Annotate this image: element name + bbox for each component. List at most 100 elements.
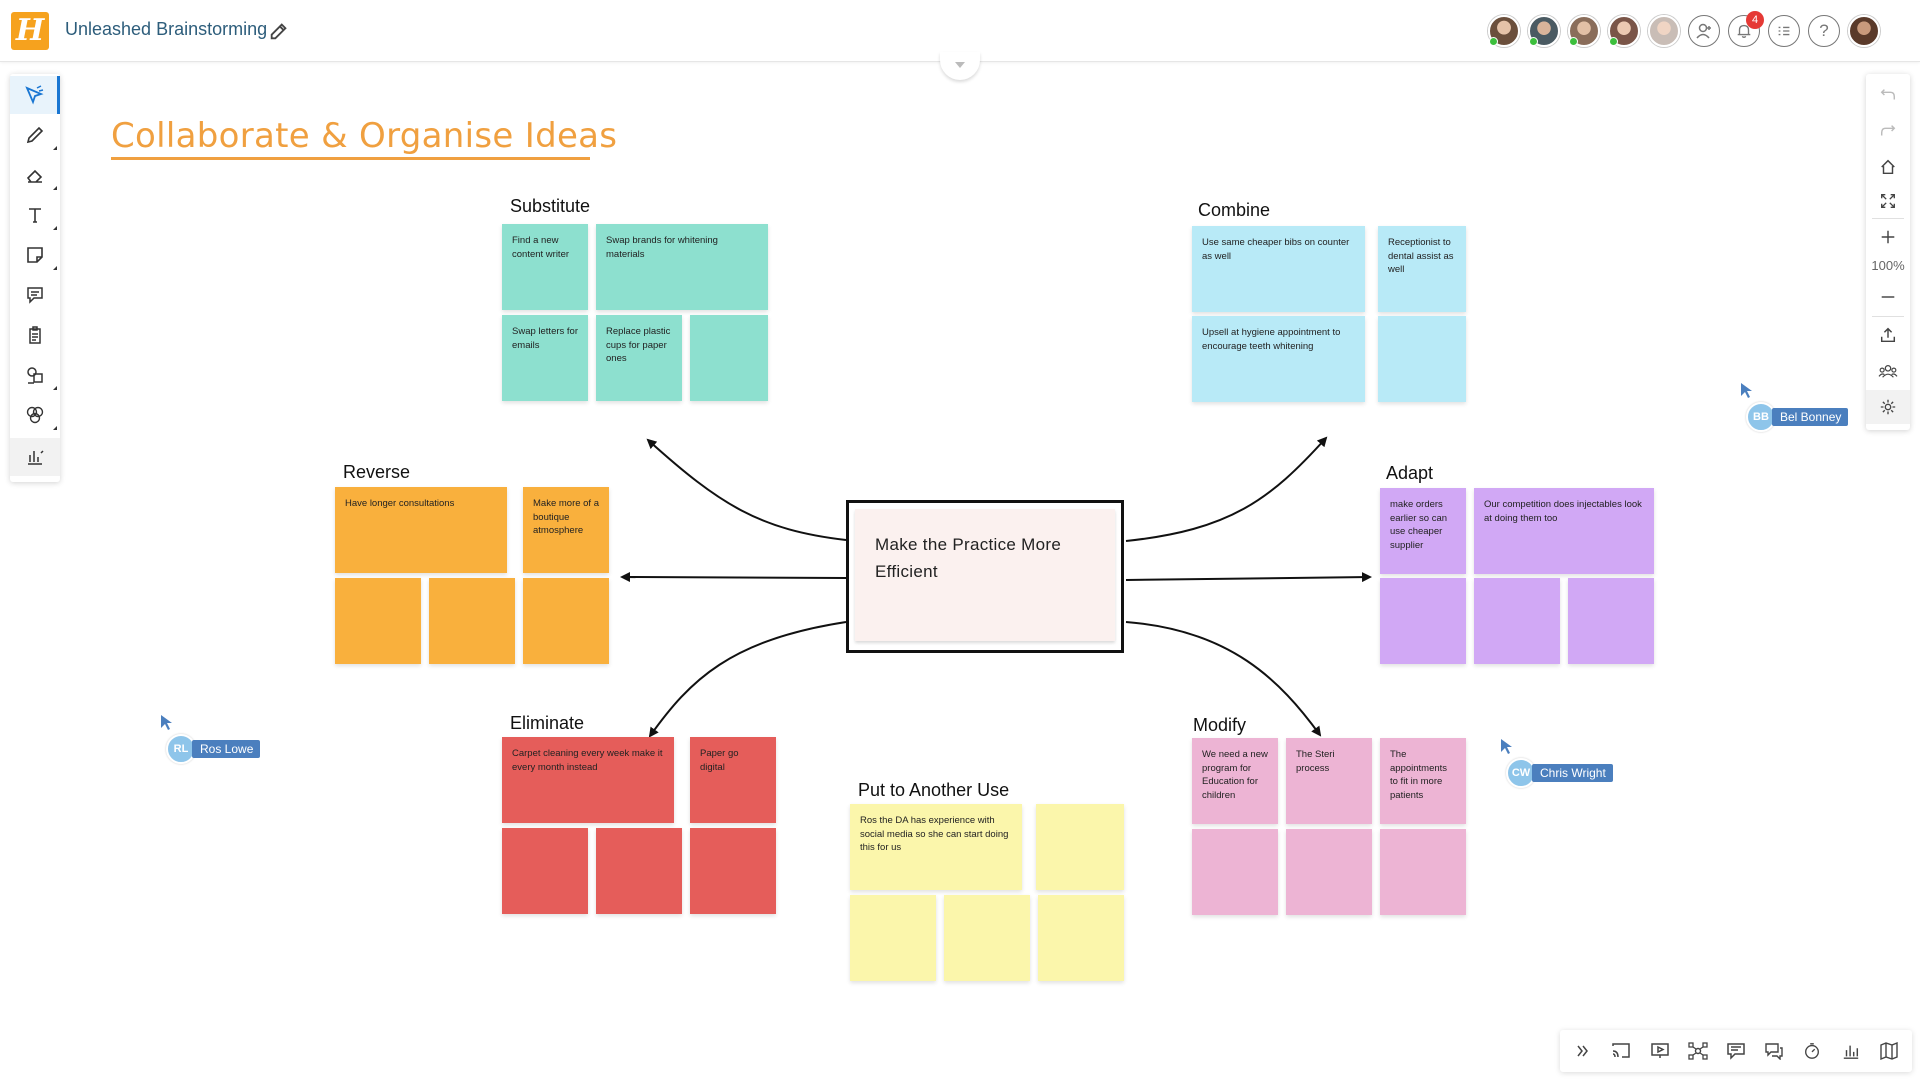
sticky-note[interactable]: Have longer consultations	[335, 487, 507, 573]
sticky-note[interactable]: Ros the DA has experience with social me…	[850, 804, 1022, 890]
expand-toolbar-button[interactable]	[1567, 1035, 1599, 1067]
sticky-note[interactable]	[1036, 804, 1124, 890]
comment-tool[interactable]	[10, 276, 60, 314]
select-arrow-icon	[24, 85, 44, 105]
settings-button[interactable]	[1866, 390, 1910, 424]
present-button[interactable]	[1644, 1035, 1676, 1067]
group-label-adapt[interactable]: Adapt	[1386, 463, 1434, 483]
group-label-eliminate[interactable]: Eliminate	[510, 713, 585, 733]
sticky-note[interactable]	[429, 578, 515, 664]
central-topic[interactable]: Make the Practice More Efficient	[846, 500, 1124, 653]
group-label-substitute[interactable]: Substitute	[510, 196, 591, 216]
home-icon	[1881, 159, 1895, 175]
export-button[interactable]	[1866, 318, 1910, 352]
sticky-note[interactable]: Carpet cleaning every week make it every…	[502, 737, 674, 823]
zoom-level: 100%	[1871, 258, 1905, 273]
sticky-note[interactable]	[944, 895, 1030, 981]
template-tool[interactable]	[10, 316, 60, 354]
sticky-note[interactable]: Make more of a boutique atmosphere	[523, 487, 609, 573]
avatar-1[interactable]	[1488, 15, 1520, 47]
sticky-note[interactable]	[523, 578, 609, 664]
sticky-note[interactable]	[1038, 895, 1124, 981]
zoom-in-button[interactable]	[1866, 220, 1910, 254]
sticky-note[interactable]	[1286, 829, 1372, 915]
sticky-note[interactable]	[1380, 578, 1466, 664]
sticky-note[interactable]	[502, 828, 588, 914]
sticky-note[interactable]	[1192, 829, 1278, 915]
add-user-icon[interactable]	[1688, 15, 1720, 47]
sticky-note[interactable]: Upsell at hygiene appointment to encoura…	[1192, 316, 1365, 402]
sticky-note[interactable]: We need a new program for Education for …	[1192, 738, 1278, 824]
sticky-note[interactable]: Find a new content writer	[502, 224, 588, 310]
text-tool[interactable]	[10, 196, 60, 234]
sticky-note[interactable]	[1378, 316, 1466, 402]
avatar-3[interactable]	[1568, 15, 1600, 47]
map-button[interactable]	[1873, 1035, 1905, 1067]
sticky-note[interactable]: Our competition does injectables look at…	[1474, 488, 1654, 574]
notification-badge: 4	[1746, 11, 1764, 29]
message-icon	[1727, 1043, 1745, 1060]
sticky-note[interactable]: Swap brands for whitening materials	[596, 224, 768, 310]
sticky-note[interactable]	[690, 315, 768, 401]
group-label-modify[interactable]: Modify	[1193, 715, 1247, 735]
sticky-note[interactable]: Paper go digital	[690, 737, 776, 823]
sticky-note[interactable]	[335, 578, 421, 664]
sticky-note[interactable]	[1380, 829, 1466, 915]
help-icon[interactable]: ?	[1808, 15, 1840, 47]
notes-panel-button[interactable]	[1720, 1035, 1752, 1067]
collaborator-cursor-bb: BB Bel Bonney	[1746, 402, 1849, 432]
sticky-note[interactable]	[1474, 578, 1560, 664]
timer-button[interactable]	[1796, 1035, 1828, 1067]
group-label-reverse[interactable]: Reverse	[343, 462, 411, 482]
sticky-note[interactable]	[850, 895, 936, 981]
sticky-note[interactable]: Receptionist to dental assist as well	[1378, 226, 1466, 312]
sticky-note[interactable]	[690, 828, 776, 914]
home-button[interactable]	[1866, 150, 1910, 184]
arrow-substitute	[646, 438, 847, 541]
undo-button[interactable]	[1866, 78, 1910, 112]
sticky-note[interactable]: The appointments to fit in more patients	[1380, 738, 1466, 824]
avatar-2[interactable]	[1528, 15, 1560, 47]
collaborator-cursor-cw: CW Chris Wright	[1506, 758, 1613, 788]
sticky-note-tool[interactable]	[10, 236, 60, 274]
stickers-tool[interactable]	[10, 396, 60, 434]
sticky-note[interactable]: Replace plastic cups for paper ones	[596, 315, 682, 401]
chat-button[interactable]	[1758, 1035, 1790, 1067]
sticky-note[interactable]: Use same cheaper bibs on counter as well	[1192, 226, 1365, 312]
pen-tool[interactable]	[10, 116, 60, 154]
redo-button[interactable]	[1866, 114, 1910, 148]
sticky-note[interactable]: make orders earlier so can use cheaper s…	[1380, 488, 1466, 574]
avatar-4[interactable]	[1608, 15, 1640, 47]
edit-title-pencil-icon[interactable]	[268, 20, 290, 42]
my-avatar[interactable]	[1848, 15, 1880, 47]
gear-icon	[1880, 399, 1896, 415]
shapes-tool[interactable]	[10, 356, 60, 394]
canvas-title[interactable]: Collaborate & Organise Ideas	[111, 116, 618, 156]
checklist-icon[interactable]	[1768, 15, 1800, 47]
board-title[interactable]: Unleashed Brainstorming	[65, 19, 268, 39]
zoom-out-button[interactable]	[1866, 280, 1910, 314]
select-tool[interactable]	[10, 76, 60, 114]
group-label-combine[interactable]: Combine	[1198, 200, 1271, 220]
redo-icon	[1880, 125, 1896, 136]
map-icon	[1880, 1042, 1898, 1060]
eraser-tool[interactable]	[10, 156, 60, 194]
sticky-note[interactable]	[1568, 578, 1654, 664]
fit-screen-button[interactable]	[1866, 184, 1910, 218]
notifications-bell-icon[interactable]: 4	[1728, 11, 1764, 47]
sticky-note[interactable]	[596, 828, 682, 914]
participants-button[interactable]	[1866, 354, 1910, 388]
left-toolbar	[10, 74, 60, 482]
export-icon	[1880, 327, 1896, 343]
group-label-another-use[interactable]: Put to Another Use	[858, 780, 1010, 800]
voting-button[interactable]	[1835, 1035, 1867, 1067]
more-tools[interactable]	[10, 438, 60, 476]
avatar-5[interactable]	[1648, 15, 1680, 47]
sticky-note[interactable]: The Steri process	[1286, 738, 1372, 824]
mind-map-button[interactable]	[1682, 1035, 1714, 1067]
collapse-header-toggle[interactable]	[940, 52, 980, 80]
app-logo[interactable]: H	[11, 12, 49, 50]
cast-button[interactable]	[1605, 1035, 1637, 1067]
sticky-note[interactable]: Swap letters for emails	[502, 315, 588, 401]
